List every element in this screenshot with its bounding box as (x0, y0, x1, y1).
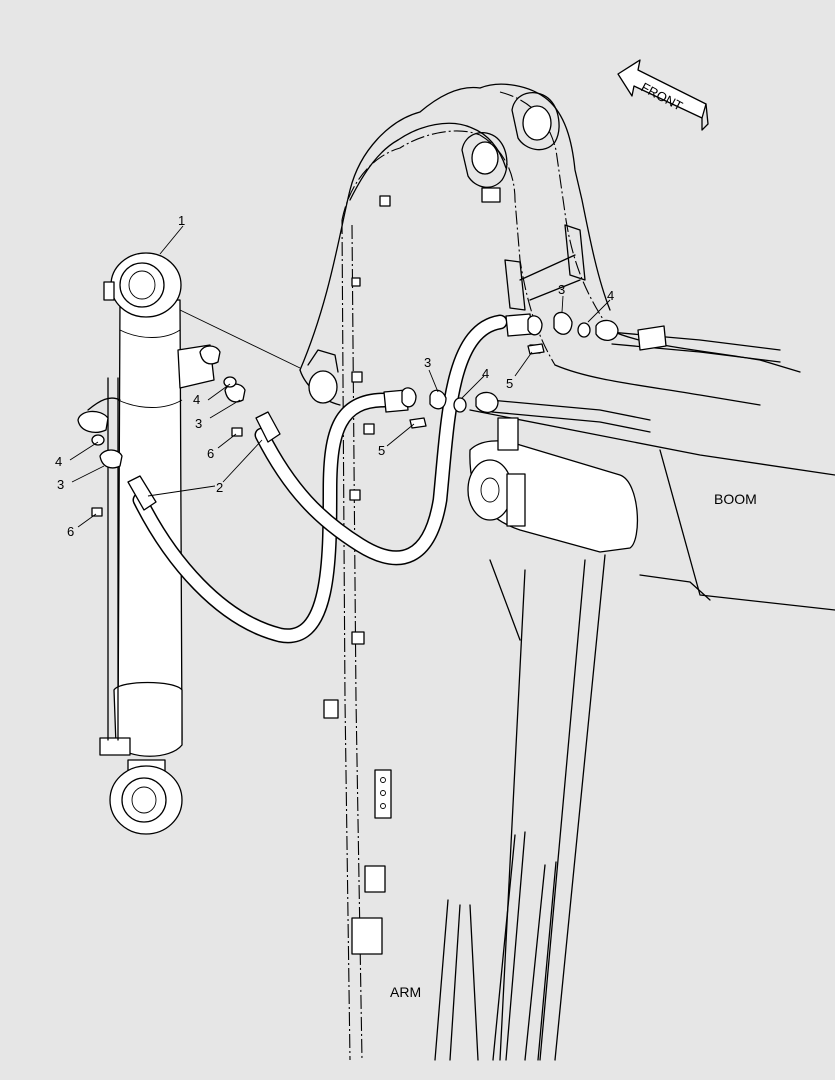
boom-pin-boss-lower (461, 132, 508, 188)
callout-4-right: 4 (607, 288, 614, 303)
arm-label: ARM (390, 984, 421, 1000)
callout-6-left-lower: 6 (67, 524, 74, 539)
callout-3-mid: 3 (424, 355, 431, 370)
callout-5-mid: 5 (378, 443, 385, 458)
mount-pad-3 (364, 865, 386, 893)
mount-pad-2 (374, 769, 392, 819)
callout-4-left-upper: 4 (193, 392, 200, 407)
boom-pin-boss-upper (511, 92, 560, 151)
callout-1-cylinder: 1 (178, 213, 185, 228)
boom-arm-structure (299, 83, 835, 1061)
callout-numbers: 1 2 3 4 6 4 3 6 3 4 5 3 4 5 (55, 213, 614, 539)
callout-3-left-lower: 3 (57, 477, 64, 492)
callout-3-left-upper: 3 (195, 416, 202, 431)
fitting-parts (91, 311, 591, 517)
boom-label: BOOM (714, 491, 757, 507)
mount-pad-4 (351, 917, 383, 955)
callout-4-mid: 4 (482, 366, 489, 381)
callout-5-right: 5 (506, 376, 513, 391)
boom-pivot-housing (467, 417, 639, 553)
callout-2-hose-left: 2 (216, 480, 223, 495)
mount-pad-1 (323, 699, 339, 719)
callout-6-left-upper: 6 (207, 446, 214, 461)
callout-4-left-lower: 4 (55, 454, 62, 469)
boom-lug-left (307, 349, 339, 404)
callout-leaders (69, 225, 611, 528)
callout-3-right: 3 (558, 282, 565, 297)
boom-piping (475, 319, 781, 433)
front-direction-arrow: FRONT (617, 59, 709, 131)
hose-left-s-curve (127, 313, 533, 644)
